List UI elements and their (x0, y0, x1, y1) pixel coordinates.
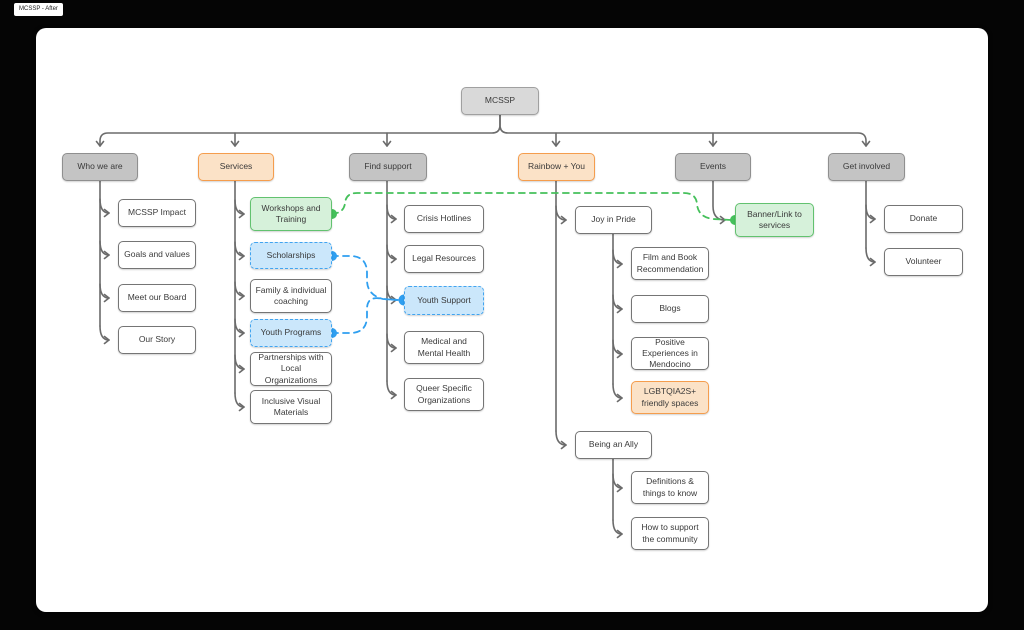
node-label: Our Story (138, 334, 176, 345)
node-youth-support[interactable]: Youth Support (404, 286, 484, 315)
node-label: Family & individual coaching (255, 284, 327, 306)
green-dashed-link (327, 192, 740, 225)
node-label: Film and Book Recommendation (636, 252, 704, 274)
node-label: Events (700, 161, 726, 172)
node-our-story[interactable]: Our Story (118, 326, 196, 354)
node-label: How to support the community (641, 522, 699, 544)
node-film-and-book-recommendation[interactable]: Film and Book Recommendation (631, 247, 709, 280)
connector-lines (95, 114, 876, 539)
node-definitions-things-to-know[interactable]: Definitions & things to know (631, 471, 709, 504)
node-label: MCSSP (484, 95, 516, 106)
node-label: MCSSP Impact (128, 207, 186, 218)
node-mcssp-root[interactable]: MCSSP (461, 87, 539, 115)
node-inclusive-visual-materials[interactable]: Inclusive Visual Materials (250, 390, 332, 424)
node-label: Positive Experiences in Mendocino (642, 336, 698, 370)
node-mcssp-impact[interactable]: MCSSP Impact (118, 199, 196, 227)
node-label: Joy in Pride (591, 214, 636, 225)
node-label: Definitions & things to know (642, 476, 698, 498)
node-blogs[interactable]: Blogs (631, 295, 709, 323)
node-youth-programs[interactable]: Youth Programs (250, 319, 332, 347)
node-workshops-and-training[interactable]: Workshops and Training (250, 197, 332, 231)
blue-dashed-links (327, 251, 410, 338)
node-crisis-hotlines[interactable]: Crisis Hotlines (404, 205, 484, 233)
node-lgbtqia2s-friendly-spaces[interactable]: LGBTQIA2S+ friendly spaces (631, 381, 709, 414)
node-label: Volunteer (905, 256, 942, 267)
node-label: Medical and Mental Health (417, 336, 471, 358)
frame-title-label[interactable]: MCSSP - After (14, 3, 63, 16)
node-label: Scholarships (266, 249, 316, 260)
node-label: Legal Resources (412, 253, 476, 264)
node-label: Workshops and Training (261, 202, 321, 224)
node-queer-specific-organizations[interactable]: Queer Specific Organizations (404, 378, 484, 411)
sitemap-frame: MCSSP Who we are Services Find support R… (36, 28, 988, 612)
services-connectors (234, 180, 245, 412)
node-services[interactable]: Services (198, 153, 274, 181)
node-legal-resources[interactable]: Legal Resources (404, 245, 484, 273)
node-find-support[interactable]: Find support (349, 153, 427, 181)
node-positive-experiences-mendocino[interactable]: Positive Experiences in Mendocino (631, 337, 709, 370)
node-label: Crisis Hotlines (416, 213, 472, 224)
node-label: Services (219, 161, 253, 172)
node-label: Queer Specific Organizations (416, 383, 472, 405)
node-label: Banner/Link to services (747, 208, 802, 230)
find-support-connectors (386, 180, 397, 400)
node-events[interactable]: Events (675, 153, 751, 181)
events-connectors (712, 180, 726, 225)
node-label: Inclusive Visual Materials (261, 395, 321, 417)
node-label: Meet our Board (127, 292, 187, 303)
node-label: Youth Support (417, 294, 471, 305)
node-scholarships[interactable]: Scholarships (250, 242, 332, 269)
node-who-we-are[interactable]: Who we are (62, 153, 138, 181)
node-label: Donate (909, 213, 938, 224)
node-label: Rainbow + You (528, 161, 585, 172)
node-label: Youth Programs (260, 327, 322, 338)
node-partnerships-local-organizations[interactable]: Partnerships with Local Organizations (250, 352, 332, 386)
node-label: Partnerships with Local Organizations (258, 352, 324, 385)
who-we-are-connectors (99, 180, 110, 345)
node-label: LGBTQIA2S+ friendly spaces (641, 386, 699, 408)
node-goals-and-values[interactable]: Goals and values (118, 241, 196, 269)
node-donate[interactable]: Donate (884, 205, 963, 233)
node-joy-in-pride[interactable]: Joy in Pride (575, 206, 652, 234)
node-banner-link-to-services[interactable]: Banner/Link to services (735, 203, 814, 237)
root-fanout-connectors (95, 114, 871, 147)
rainbow-you-connectors (555, 180, 623, 539)
node-volunteer[interactable]: Volunteer (884, 248, 963, 276)
node-label: Find support (364, 161, 412, 172)
node-how-to-support-the-community[interactable]: How to support the community (631, 517, 709, 550)
node-rainbow-you[interactable]: Rainbow + You (518, 153, 595, 181)
node-get-involved[interactable]: Get involved (828, 153, 905, 181)
node-medical-and-mental-health[interactable]: Medical and Mental Health (404, 331, 484, 364)
node-being-an-ally[interactable]: Being an Ally (575, 431, 652, 459)
node-family-individual-coaching[interactable]: Family & individual coaching (250, 279, 332, 313)
node-label: Being an Ally (588, 439, 639, 450)
node-label: Goals and values (124, 249, 190, 260)
node-label: Get involved (842, 161, 891, 172)
get-involved-connectors (865, 180, 876, 267)
node-label: Blogs (659, 303, 681, 314)
node-meet-our-board[interactable]: Meet our Board (118, 284, 196, 312)
node-label: Who we are (77, 161, 123, 172)
